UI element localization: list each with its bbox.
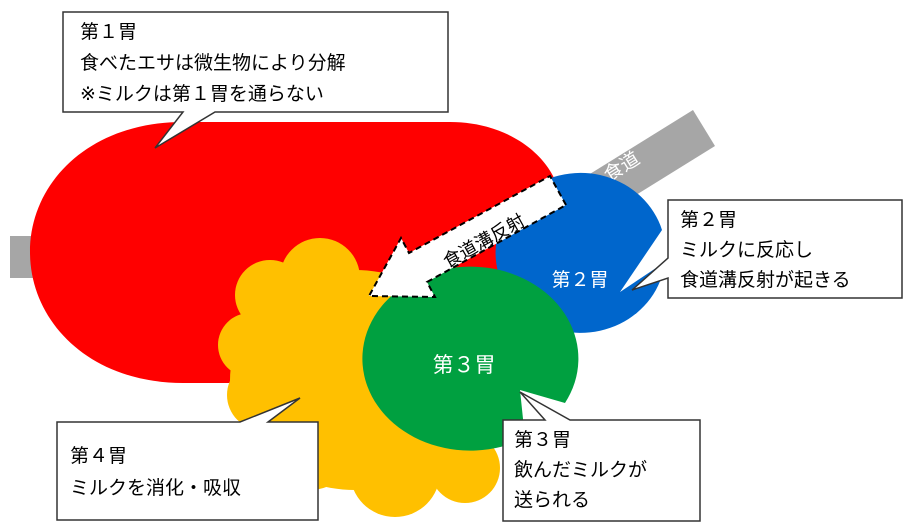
stomach2-label: 第２胃	[551, 269, 608, 291]
callout-stomach3-line3: 送られる	[514, 489, 590, 511]
callout-stomach3: 第３胃 飲んだミルクが 送られる	[502, 391, 701, 522]
callout-stomach2-line2: ミルクに反応し	[680, 239, 813, 261]
stomach3-label: 第３胃	[433, 353, 496, 377]
callout-stomach2: 第２胃 ミルクに反応し 食道溝反射が起きる	[631, 199, 903, 299]
callout-stomach1-line1: 第１胃	[80, 21, 137, 43]
callout-stomach4-line1: 第４胃	[70, 445, 127, 467]
callout-stomach2-line1: 第２胃	[680, 209, 737, 231]
callout-stomach1-line3: ※ミルクは第１胃を通らない	[80, 83, 324, 105]
callout-stomach1-line2: 食べたエサは微生物により分解	[80, 52, 346, 74]
callout-stomach2-line3: 食道溝反射が起きる	[680, 269, 851, 291]
callout-stomach1: 第１胃 食べたエサは微生物により分解 ※ミルクは第１胃を通らない	[62, 11, 449, 149]
omasum-shape	[362, 266, 579, 451]
callout-stomach3-line1: 第３胃	[514, 429, 571, 451]
callout-stomach4-line2: ミルクを消化・吸収	[70, 477, 241, 499]
callout-stomach4: 第４胃 ミルクを消化・吸収	[56, 397, 319, 521]
callout-stomach3-line2: 飲んだミルクが	[514, 459, 647, 481]
groove-reflex-arrow	[367, 174, 568, 299]
